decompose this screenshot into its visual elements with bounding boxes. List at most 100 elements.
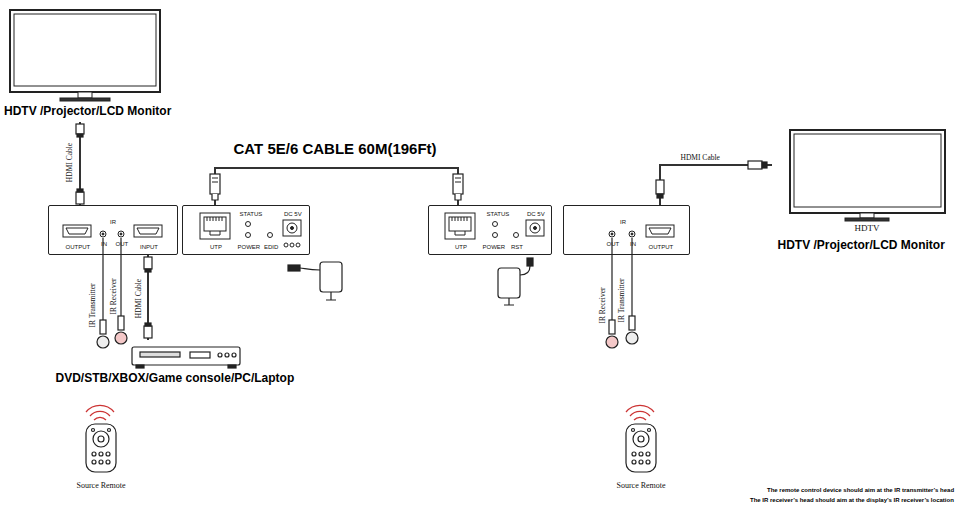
drawing-rect: [526, 220, 544, 236]
port-label: OUTPUT: [66, 244, 91, 250]
drawing-rect: [77, 189, 83, 192]
drawing-rect: [144, 257, 152, 269]
ir-cable-label: IR Transmitter: [617, 278, 626, 322]
device-caption: HDTV /Projector/LCD Monitor: [778, 238, 945, 252]
device-caption: DVD/STB/XBOX/Game console/PC/Laptop: [56, 371, 295, 385]
drawing-rect: [100, 320, 106, 334]
drawing-rect: [140, 352, 180, 357]
drawing-rect: [656, 180, 664, 194]
ir-cable-label: IR Receiver: [109, 278, 118, 314]
drawing-rect: [14, 14, 156, 86]
drawing-circle: [632, 452, 636, 456]
port-label: STATUS: [487, 211, 510, 217]
drawing-circle: [106, 452, 110, 456]
drawing-path: [520, 266, 530, 275]
drawing-circle: [291, 227, 294, 230]
note-text: The IR receiver’s head should aim at the…: [749, 497, 955, 503]
cable-label: CAT 5E/6 CABLE 60M(196Ft): [233, 140, 438, 157]
cable-line: [660, 165, 772, 205]
drawing-rect: [609, 320, 615, 334]
receiver-front: IROUTINOUTPUT: [563, 205, 690, 255]
drawing-path: [210, 231, 220, 235]
drawing-rect: [762, 162, 767, 168]
drawing-rect: [845, 218, 889, 221]
drawing-rect: [144, 326, 152, 338]
drawing-circle: [290, 243, 294, 247]
drawing-circle: [287, 223, 297, 233]
port-label: OUT: [607, 241, 620, 247]
drawing-rect: [748, 161, 762, 169]
drawing-circle: [246, 222, 251, 227]
drawing-circle: [493, 222, 498, 227]
receiver-rear: UTPSTATUSPOWERRSTDC 5V: [428, 205, 552, 255]
dvd-player-drawing: [132, 347, 240, 368]
drawing-circle: [646, 452, 650, 456]
drawing-rect: [78, 92, 92, 98]
port-label: POWER: [238, 244, 261, 250]
drawing-circle: [534, 227, 537, 230]
drawing-path: [86, 405, 114, 420]
drawing-rect: [320, 262, 342, 292]
drawing-circle: [92, 429, 95, 432]
device-caption: HDTV /Projector/LCD Monitor: [4, 104, 171, 118]
port-label: EDID: [264, 244, 278, 250]
drawing-circle: [493, 233, 498, 238]
drawing-circle: [638, 436, 644, 442]
power-adapters: [288, 258, 533, 305]
drawing-rect: [136, 365, 144, 368]
drawing-circle: [268, 233, 273, 238]
drawing-circle: [115, 332, 127, 344]
drawing-circle: [296, 243, 300, 247]
drawing-circle: [648, 429, 651, 432]
drawing-circle: [284, 243, 288, 247]
drawing-path: [452, 217, 467, 221]
drawing-circle: [108, 429, 111, 432]
drawing-circle: [514, 233, 519, 238]
monitor: HDTV /Projector/LCD Monitor: [3, 6, 170, 122]
drawing-circle: [632, 460, 636, 464]
drawing-circle: [99, 460, 103, 464]
drawing-circle: [93, 431, 109, 447]
drawing-circle: [639, 452, 643, 456]
drawing-circle: [629, 231, 635, 237]
note-text: The remote control device should aim at …: [766, 487, 955, 493]
drawing-circle: [530, 223, 540, 233]
drawing-path: [649, 228, 671, 234]
transmitter-front: OUTPUTIRINOUTINPUT: [48, 205, 178, 255]
drawing-circle: [100, 231, 106, 237]
drawing-circle: [118, 231, 124, 237]
drawing-rect: [860, 213, 874, 218]
drawing-rect: [132, 347, 240, 365]
drawing-circle: [246, 233, 251, 238]
port-label: OUTPUT: [649, 244, 674, 250]
drawing-rect: [60, 98, 110, 101]
drawing-circle: [97, 336, 109, 348]
cable-label: HDMI Cable: [680, 153, 721, 162]
drawing-circle: [102, 233, 104, 235]
drawing-rect: [445, 213, 475, 239]
port-label: OUT: [116, 241, 129, 247]
drawing-circle: [646, 460, 650, 464]
drawing-circle: [106, 460, 110, 464]
cable-line: [215, 168, 458, 205]
ir-cable-label: IR Transmitter: [88, 283, 97, 327]
device-caption: HDTV: [855, 223, 880, 233]
port-label: DC 5V: [284, 211, 302, 217]
drawing-rect: [77, 134, 83, 137]
drawing-path: [504, 298, 514, 305]
cable-label: HDMI Cable: [65, 142, 74, 181]
drawing-rect: [204, 217, 226, 231]
drawing-circle: [626, 332, 638, 344]
ir-cables: [97, 238, 638, 348]
drawing-rect: [790, 130, 945, 213]
drawing-circle: [609, 231, 615, 237]
drawing-rect: [283, 220, 301, 236]
drawing-circle: [631, 233, 633, 235]
drawing-rect: [118, 316, 124, 330]
drawing-rect: [134, 225, 162, 237]
drawing-circle: [606, 336, 618, 348]
drawing-rect: [629, 316, 635, 330]
port-label: STATUS: [240, 211, 263, 217]
